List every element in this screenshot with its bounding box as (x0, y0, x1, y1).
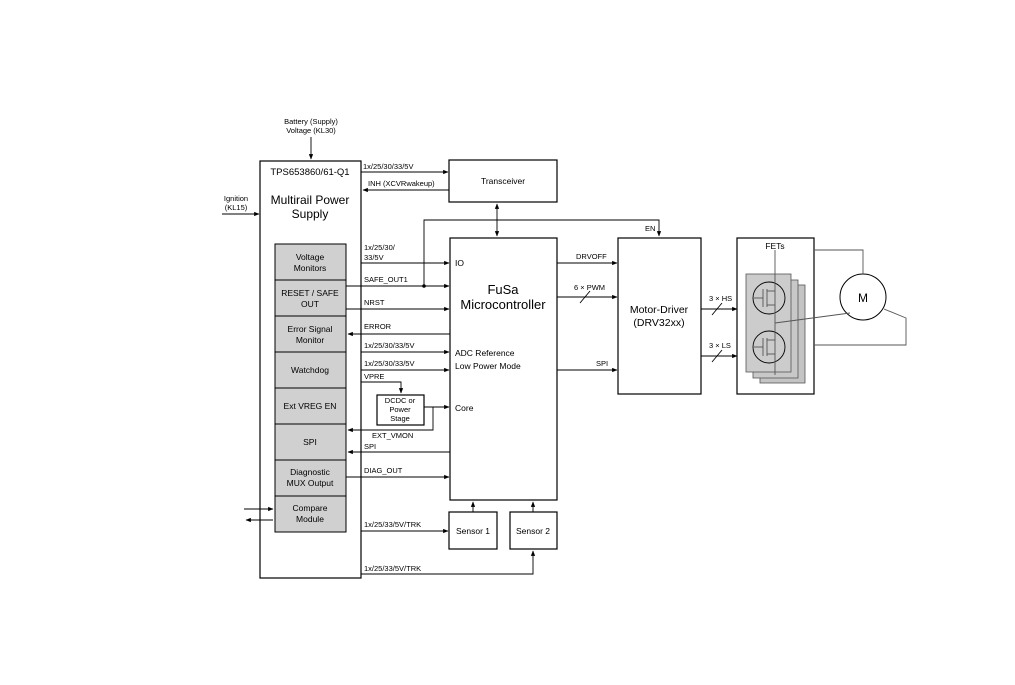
sensor2-label: Sensor 2 (516, 526, 550, 536)
pmic-title-line1: Multirail Power (271, 193, 350, 207)
block-compare-module (274, 495, 347, 533)
sensor1-label: Sensor 1 (456, 526, 490, 536)
block-error-l2: Monitor (296, 335, 325, 345)
pwm-label: 6 × PWM (574, 283, 605, 292)
motor-phase-c (814, 308, 907, 346)
ignition-label-line2: (KL15) (225, 203, 248, 212)
io-supply-label-l2: 33/5V (364, 253, 384, 262)
sensor2-supply-label: 1x/25/33/5V/TRK (364, 564, 421, 573)
block-spi-l1: SPI (303, 437, 317, 447)
battery-label-line2: Voltage (KL30) (286, 126, 336, 135)
hs-label: 3 × HS (709, 294, 732, 303)
ext-vmon-line (347, 407, 434, 433)
block-ext-vreg-en (274, 387, 347, 425)
mcu-pin-lpm: Low Power Mode (455, 361, 521, 371)
mcu-box (449, 237, 558, 501)
mcu-title-line1: FuSa (487, 282, 519, 297)
block-compare-l1: Compare (293, 503, 328, 513)
block-error-signal-monitor (274, 315, 347, 353)
pmic-title-line2: Supply (292, 207, 329, 221)
sensor1-supply-label: 1x/25/33/5V/TRK (364, 520, 421, 529)
block-ext-vreg-l1: Ext VREG EN (284, 401, 337, 411)
pwm-bus-slash (579, 290, 591, 304)
safe-out1-label: SAFE_OUT1 (364, 275, 408, 284)
en-label: EN (645, 224, 655, 233)
ext-vmon-label: EXT_VMON (372, 431, 413, 440)
ignition-label-line1: Ignition (224, 194, 248, 203)
block-spi (274, 423, 347, 461)
error-label: ERROR (364, 322, 392, 331)
sensor2-supply-line (361, 550, 536, 575)
motor-driver-l1: Motor-Driver (630, 304, 689, 316)
pmic-part-number: TPS653860/61-Q1 (270, 167, 349, 178)
block-watchdog (274, 351, 347, 389)
io-supply-label-l1: 1x/25/30/ (364, 243, 396, 252)
lpm-supply-label: 1x/25/30/33/5V (364, 359, 414, 368)
block-reset-safe-out (274, 279, 347, 317)
block-voltage-monitors-l1: Voltage (296, 252, 325, 262)
block-reset-l2: OUT (301, 299, 319, 309)
motor-driver-box (617, 237, 702, 395)
mcu-pin-io: IO (455, 258, 464, 268)
hs-bus-slash (711, 302, 723, 316)
motor-phase-b (774, 312, 851, 324)
block-voltage-monitors (274, 243, 347, 281)
dcdc-l3: Stage (390, 414, 410, 423)
mcu-title-line2: Microcontroller (460, 297, 546, 312)
block-diag-l1: Diagnostic (290, 467, 330, 477)
hs-fet-icon (752, 281, 786, 315)
drvoff-label: DRVOFF (576, 252, 607, 261)
diag-out-label: DIAG_OUT (364, 466, 403, 475)
mcu-pin-core: Core (455, 403, 474, 413)
dcdc-l2: Power (389, 405, 411, 414)
spi-mcu-label: SPI (364, 442, 376, 451)
adc-supply-label: 1x/25/30/33/5V (364, 341, 414, 350)
nrst-label: NRST (364, 298, 385, 307)
block-error-l1: Error Signal (288, 324, 333, 334)
sensor2-box (509, 511, 558, 550)
motor-driver-l2: (DRV32xx) (633, 317, 684, 329)
inh-label: INH (XCVRwakeup) (368, 179, 435, 188)
dcdc-l1: DCDC or (385, 396, 416, 405)
xcvr-supply-label: 1x/25/30/33/5V (363, 162, 413, 171)
battery-label-line1: Battery (Supply) (284, 117, 338, 126)
motor-label: M (858, 291, 868, 305)
transceiver-label: Transceiver (481, 176, 525, 186)
ls-label: 3 × LS (709, 341, 731, 350)
block-reset-l1: RESET / SAFE (281, 288, 339, 298)
motor-phase-a (814, 249, 864, 274)
vpre-line (361, 381, 404, 394)
en-line (423, 219, 662, 286)
transceiver-box (448, 159, 558, 203)
ls-fet-icon (752, 330, 786, 364)
block-diag-l2: MUX Output (287, 478, 334, 488)
sensor1-box (448, 511, 498, 550)
fet-card-front (745, 273, 792, 373)
ls-bus-slash (711, 349, 723, 363)
block-watchdog-l1: Watchdog (291, 365, 329, 375)
vpre-label: VPRE (364, 372, 384, 381)
block-diagnostic-mux (274, 459, 347, 497)
spi-driver-label: SPI (596, 359, 608, 368)
fets-label: FETs (765, 241, 784, 251)
block-voltage-monitors-l2: Monitors (294, 263, 327, 273)
dcdc-box (376, 394, 425, 426)
block-compare-l2: Module (296, 514, 324, 524)
mcu-pin-adc: ADC Reference (455, 348, 515, 358)
